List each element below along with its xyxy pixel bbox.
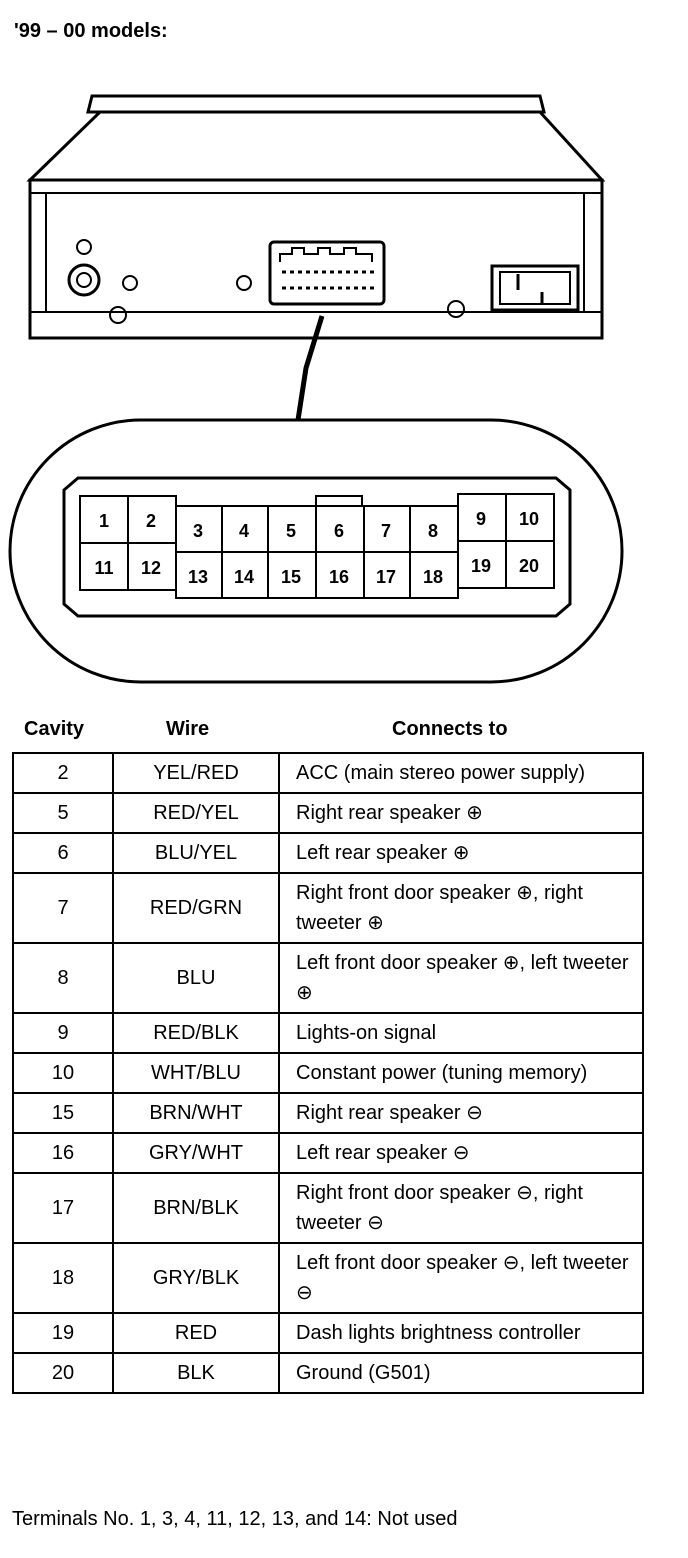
pin-label: 8 bbox=[428, 521, 438, 541]
stereo-unit-body bbox=[26, 94, 606, 340]
table-row: 20 BLK Ground (G501) bbox=[12, 1352, 644, 1394]
table-row: 18 GRY/BLK Left front door speaker ⊖, le… bbox=[12, 1242, 644, 1314]
connector-pointer-line bbox=[295, 315, 325, 421]
table-row: 17 BRN/BLK Right front door speaker ⊖, r… bbox=[12, 1172, 644, 1244]
pin-label: 2 bbox=[146, 511, 156, 531]
cavity-cell: 20 bbox=[12, 1352, 114, 1394]
pin-label: 6 bbox=[334, 521, 344, 541]
connects-cell: Left rear speaker ⊕ bbox=[278, 832, 644, 874]
table-row: 10 WHT/BLU Constant power (tuning memory… bbox=[12, 1052, 644, 1094]
cavity-cell: 17 bbox=[12, 1172, 114, 1244]
wire-cell: GRY/WHT bbox=[112, 1132, 280, 1174]
footnote: Terminals No. 1, 3, 4, 11, 12, 13, and 1… bbox=[12, 1508, 458, 1530]
cavity-cell: 2 bbox=[12, 752, 114, 794]
pin-label: 9 bbox=[476, 509, 486, 529]
pin-label: 4 bbox=[239, 521, 249, 541]
cavity-cell: 15 bbox=[12, 1092, 114, 1134]
pin-label: 19 bbox=[471, 556, 491, 576]
table-row: 7 RED/GRN Right front door speaker ⊕, ri… bbox=[12, 872, 644, 944]
pin-label: 11 bbox=[94, 558, 113, 578]
connects-cell: Left front door speaker ⊕, left tweeter … bbox=[278, 942, 644, 1014]
table-row: 9 RED/BLK Lights-on signal bbox=[12, 1012, 644, 1054]
header-wire: Wire bbox=[166, 718, 210, 740]
wire-cell: BLK bbox=[112, 1352, 280, 1394]
cavity-cell: 18 bbox=[12, 1242, 114, 1314]
cavity-cell: 19 bbox=[12, 1312, 114, 1354]
connects-cell: Ground (G501) bbox=[278, 1352, 644, 1394]
wire-cell: RED/BLK bbox=[112, 1012, 280, 1054]
table-row: 6 BLU/YEL Left rear speaker ⊕ bbox=[12, 832, 644, 874]
cavity-cell: 10 bbox=[12, 1052, 114, 1094]
wire-cell: YEL/RED bbox=[112, 752, 280, 794]
connects-cell: Right front door speaker ⊖, right tweete… bbox=[278, 1172, 644, 1244]
cavity-cell: 8 bbox=[12, 942, 114, 1014]
wire-cell: BLU bbox=[112, 942, 280, 1014]
cavity-cell: 7 bbox=[12, 872, 114, 944]
table-row: 16 GRY/WHT Left rear speaker ⊖ bbox=[12, 1132, 644, 1174]
connects-cell: Right rear speaker ⊕ bbox=[278, 792, 644, 834]
stereo-unit-diagram: 1 2 3 4 5 6 7 8 9 10 11 12 13 14 15 16 1… bbox=[8, 94, 624, 684]
table-row: 19 RED Dash lights brightness controller bbox=[12, 1312, 644, 1354]
table-row: 2 YEL/RED ACC (main stereo power supply) bbox=[12, 752, 644, 794]
connects-cell: ACC (main stereo power supply) bbox=[278, 752, 644, 794]
pin-label: 15 bbox=[281, 567, 301, 587]
wire-cell: GRY/BLK bbox=[112, 1242, 280, 1314]
cavity-cell: 16 bbox=[12, 1132, 114, 1174]
table-row: 5 RED/YEL Right rear speaker ⊕ bbox=[12, 792, 644, 834]
enlarged-connector-view bbox=[8, 418, 624, 684]
cavity-cell: 6 bbox=[12, 832, 114, 874]
table-row: 8 BLU Left front door speaker ⊕, left tw… bbox=[12, 942, 644, 1014]
wire-cell: RED/GRN bbox=[112, 872, 280, 944]
wire-cell: BLU/YEL bbox=[112, 832, 280, 874]
pin-label: 12 bbox=[141, 558, 161, 578]
wire-cell: RED/YEL bbox=[112, 792, 280, 834]
pin-label: 16 bbox=[329, 567, 349, 587]
wire-cell: BRN/WHT bbox=[112, 1092, 280, 1134]
diagram-title: '99 – 00 models: bbox=[14, 20, 168, 42]
pin-label: 10 bbox=[519, 509, 539, 529]
pin-label: 5 bbox=[286, 521, 296, 541]
cavity-cell: 5 bbox=[12, 792, 114, 834]
pin-label: 13 bbox=[188, 567, 208, 587]
cavity-cell: 9 bbox=[12, 1012, 114, 1054]
connects-cell: Left front door speaker ⊖, left tweeter … bbox=[278, 1242, 644, 1314]
connects-cell: Lights-on signal bbox=[278, 1012, 644, 1054]
pin-label: 7 bbox=[381, 521, 391, 541]
connects-cell: Constant power (tuning memory) bbox=[278, 1052, 644, 1094]
pin-label: 18 bbox=[423, 567, 443, 587]
wire-table: 2 YEL/RED ACC (main stereo power supply)… bbox=[12, 752, 644, 1394]
pin-label: 14 bbox=[234, 567, 254, 587]
header-cavity: Cavity bbox=[24, 718, 85, 740]
pin-label: 20 bbox=[519, 556, 539, 576]
wire-cell: BRN/BLK bbox=[112, 1172, 280, 1244]
connector-pin-labels: 1 2 3 4 5 6 7 8 9 10 11 12 13 14 15 16 1… bbox=[94, 509, 539, 587]
pin-label: 1 bbox=[99, 511, 109, 531]
connects-cell: Left rear speaker ⊖ bbox=[278, 1132, 644, 1174]
connects-cell: Dash lights brightness controller bbox=[278, 1312, 644, 1354]
connects-cell: Right rear speaker ⊖ bbox=[278, 1092, 644, 1134]
header-connects-to: Connects to bbox=[392, 718, 508, 740]
table-row: 15 BRN/WHT Right rear speaker ⊖ bbox=[12, 1092, 644, 1134]
connects-cell: Right front door speaker ⊕, right tweete… bbox=[278, 872, 644, 944]
pin-label: 17 bbox=[376, 567, 396, 587]
wire-cell: RED bbox=[112, 1312, 280, 1354]
pin-label: 3 bbox=[193, 521, 203, 541]
wire-cell: WHT/BLU bbox=[112, 1052, 280, 1094]
